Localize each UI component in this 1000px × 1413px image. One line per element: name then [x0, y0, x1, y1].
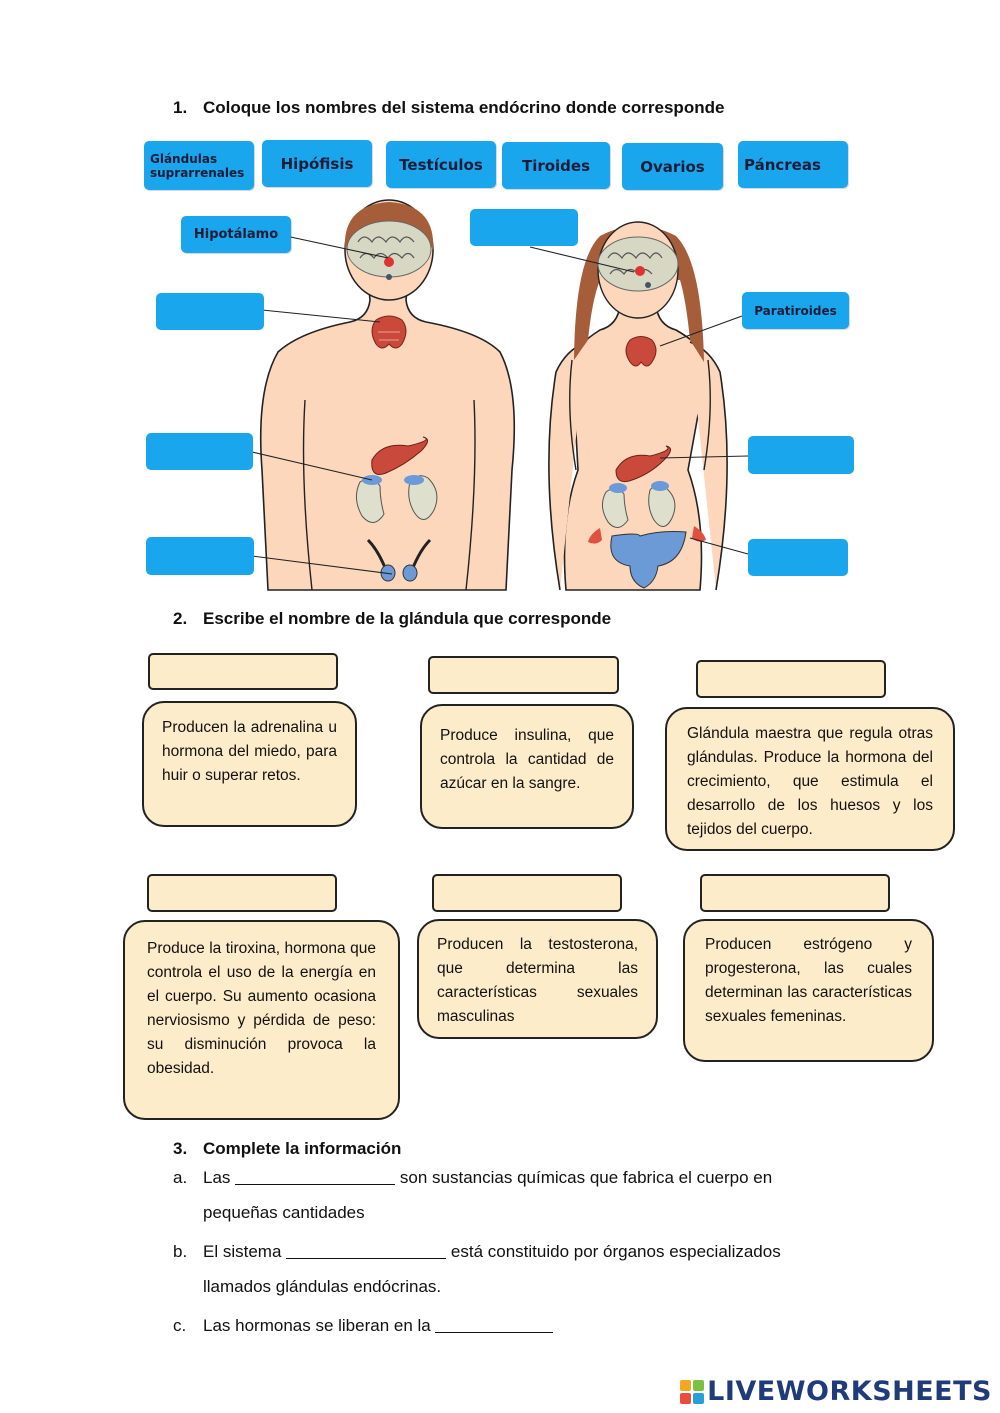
answer-box-3[interactable] [696, 660, 886, 698]
description-text: Glándula maestra que regula otras glándu… [687, 725, 933, 838]
item-text: está constituido por órganos especializa… [450, 1242, 781, 1261]
endocrine-system-illustration [251, 199, 749, 591]
description-card-2: Produce insulina, que controla la cantid… [420, 704, 634, 829]
liveworksheets-logo-text: LIVEWORKSHEETS [707, 1376, 992, 1407]
word-chip-label: Glándulas suprarrenales [150, 151, 245, 180]
item-b-continuation: llamados glándulas endócrinas. [203, 1277, 442, 1296]
description-text: Produce la tiroxina, hormona que control… [147, 940, 376, 1077]
word-chip-hipofisis[interactable]: Hipófisis [262, 140, 372, 187]
item-c: c. Las hormonas se liberan en la [173, 1314, 554, 1336]
liveworksheets-logo: LIVEWORKSHEETS [679, 1376, 992, 1407]
drop-target-female-pancreas[interactable] [748, 436, 854, 474]
word-chip-label: Páncreas [744, 155, 821, 174]
label-hipotalamo: Hipotálamo [181, 216, 291, 253]
item-letter: a. [173, 1168, 188, 1187]
answer-box-1[interactable] [148, 653, 338, 690]
item-letter: b. [173, 1242, 188, 1261]
word-chip-label: Ovarios [640, 157, 705, 176]
section2-number: 2. [173, 609, 188, 628]
description-card-6: Producen estrógeno y progesterona, las c… [683, 919, 934, 1062]
section2-title: Escribe el nombre de la glándula que cor… [203, 609, 612, 628]
item-a-continuation: pequeñas cantidades [203, 1203, 365, 1222]
blank-b[interactable] [286, 1240, 447, 1259]
item-b: b. El sistema está constituido por órgano… [173, 1240, 781, 1262]
drop-target-female-ovaries[interactable] [748, 539, 848, 576]
word-chip-tiroides[interactable]: Tiroides [502, 142, 610, 189]
answer-box-6[interactable] [700, 874, 890, 912]
description-text: Producen la adrenalina u hormona del mie… [162, 719, 337, 784]
item-text: El sistema [203, 1242, 282, 1261]
word-chip-label: Testículos [399, 155, 483, 174]
item-text: Las hormonas se liberan en la [203, 1316, 431, 1335]
description-card-1: Producen la adrenalina u hormona del mie… [142, 701, 357, 827]
word-chip-testiculos[interactable]: Testículos [386, 141, 496, 188]
description-text: Produce insulina, que controla la cantid… [440, 727, 614, 792]
description-card-5: Producen la testosterona, que determina … [417, 919, 658, 1039]
drop-target-male-pancreas[interactable] [146, 433, 253, 470]
answer-box-4[interactable] [147, 874, 337, 912]
male-figure [259, 199, 516, 591]
item-text: Las [203, 1168, 231, 1187]
drop-target-male-neck[interactable] [156, 293, 264, 330]
blank-c[interactable] [435, 1314, 554, 1333]
word-chip-pancreas[interactable]: Páncreas [738, 141, 848, 188]
item-letter: c. [173, 1316, 187, 1335]
label-hipotalamo-text: Hipotálamo [193, 227, 279, 242]
blank-a[interactable] [235, 1166, 396, 1185]
drop-target-female-brain[interactable] [470, 209, 578, 246]
word-chip-label: Tiroides [521, 156, 591, 175]
drop-target-male-testicles[interactable] [146, 537, 254, 575]
liveworksheets-logo-icon [680, 1379, 705, 1404]
word-chip-glandulas-suprarrenales[interactable]: Glándulas suprarrenales [144, 141, 254, 190]
label-paratiroides: Paratiroides [742, 292, 849, 329]
item-text: son sustancias químicas que fabrica el c… [399, 1168, 773, 1187]
word-chip-ovarios[interactable]: Ovarios [622, 143, 723, 190]
section1-heading: 1. Coloque los nombres del sistema endócr… [173, 98, 724, 118]
item-a: a. Las son sustancias químicas que fabric… [173, 1166, 772, 1188]
description-text: Producen la testosterona, que determina … [437, 936, 638, 1025]
label-paratiroides-text: Paratiroides [754, 303, 837, 318]
leader-lines [251, 235, 749, 575]
section3-heading: 3. Complete la información [173, 1139, 401, 1159]
section3-title: Complete la información [203, 1139, 402, 1158]
section3-number: 3. [173, 1139, 188, 1158]
description-text: Producen estrógeno y progesterona, las c… [705, 936, 912, 1025]
section1-title: Coloque los nombres del sistema endócrin… [203, 98, 725, 117]
section2-heading: 2. Escribe el nombre de la glándula que c… [173, 609, 611, 629]
answer-box-2[interactable] [428, 656, 619, 694]
description-card-3: Glándula maestra que regula otras glándu… [665, 707, 955, 851]
female-figure [548, 221, 728, 591]
section1-number: 1. [173, 98, 188, 117]
word-chip-label: Hipófisis [280, 154, 354, 173]
description-card-4: Produce la tiroxina, hormona que control… [123, 920, 400, 1120]
answer-box-5[interactable] [432, 874, 622, 912]
